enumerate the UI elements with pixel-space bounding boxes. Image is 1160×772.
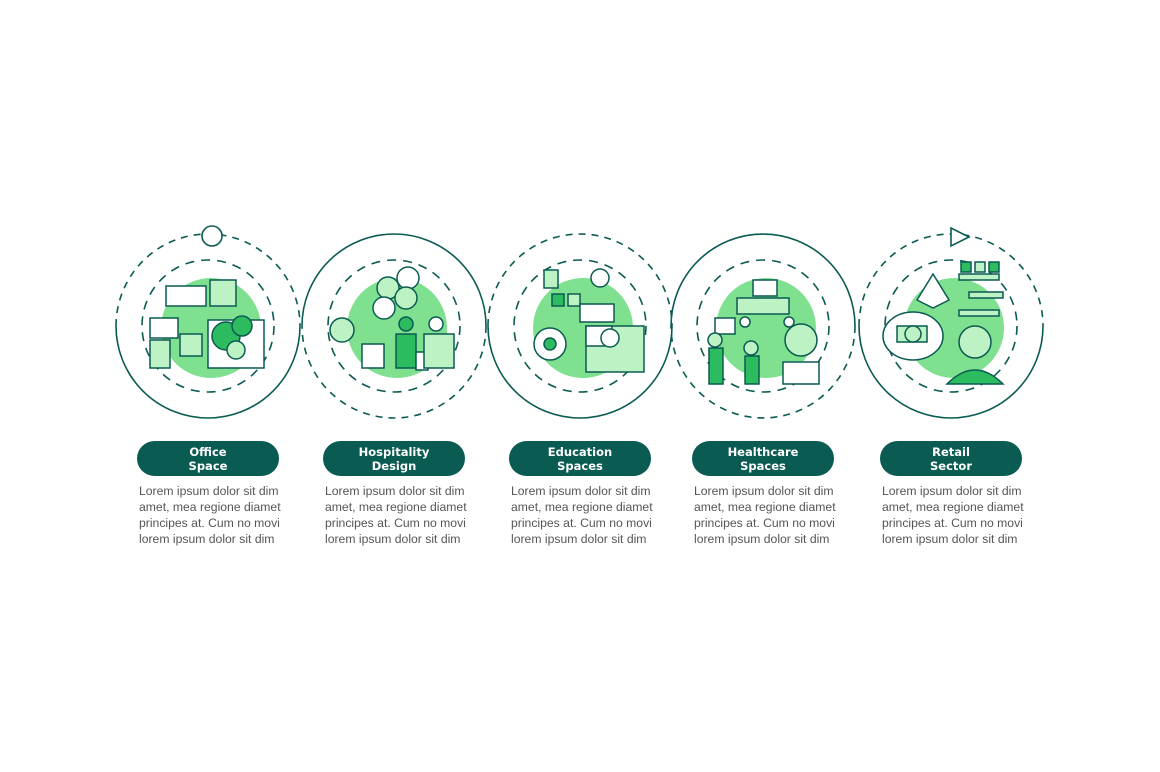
inner-dashed-ring — [327, 259, 461, 393]
step-title-line2: Space — [188, 458, 228, 473]
description-line: Lorem ipsum dolor sit dim — [139, 484, 279, 498]
hotel-reception-icon — [329, 266, 455, 378]
step-description: Lorem ipsum dolor sit dim amet, mea regio… — [882, 483, 1032, 547]
end-arrow-icon — [950, 226, 971, 248]
description-line: Lorem ipsum dolor sit dim — [325, 484, 465, 498]
description-line: amet, mea regione diamet — [139, 500, 281, 514]
step-title-line1: Retail — [932, 444, 970, 459]
description-line: principes at. Cum no movi — [511, 516, 652, 530]
inner-dashed-ring — [696, 259, 830, 393]
description-line: amet, mea regione diamet — [325, 500, 467, 514]
description-line: lorem ipsum dolor sit dim — [511, 532, 647, 546]
ring-solid-arc — [301, 233, 487, 327]
education-garden-icon — [533, 268, 645, 378]
description-line: amet, mea regione diamet — [882, 500, 1024, 514]
inner-dashed-ring — [884, 259, 1018, 393]
ring-dashed-arc — [301, 325, 487, 419]
description-line: principes at. Cum no movi — [325, 516, 466, 530]
hospital-care-icon — [707, 278, 820, 385]
description-line: Lorem ipsum dolor sit dim — [882, 484, 1022, 498]
ring-solid-arc — [858, 325, 1044, 419]
step-title-line2: Spaces — [557, 458, 603, 473]
ring-dashed-arc — [487, 233, 673, 327]
step-title-line2: Spaces — [740, 458, 786, 473]
retail-shopping-icon — [882, 261, 1005, 385]
description-line: lorem ipsum dolor sit dim — [694, 532, 830, 546]
description-line: lorem ipsum dolor sit dim — [139, 532, 275, 546]
description-line: principes at. Cum no movi — [882, 516, 1023, 530]
description-line: amet, mea regione diamet — [511, 500, 653, 514]
step-description: Lorem ipsum dolor sit dim amet, mea regio… — [139, 483, 289, 547]
description-line: Lorem ipsum dolor sit dim — [694, 484, 834, 498]
step-description: Lorem ipsum dolor sit dim amet, mea regio… — [511, 483, 661, 547]
ring-solid-arc — [487, 325, 673, 419]
office-plants-icon — [149, 278, 265, 378]
step-title-line1: Education — [547, 444, 613, 459]
start-node-icon — [201, 225, 223, 247]
inner-dashed-ring — [141, 259, 275, 393]
description-line: principes at. Cum no movi — [139, 516, 280, 530]
step-title-line1: Office — [189, 444, 227, 459]
ring-solid-arc — [670, 233, 856, 327]
description-line: Lorem ipsum dolor sit dim — [511, 484, 651, 498]
step-title-line2: Sector — [930, 458, 972, 473]
inner-dashed-ring — [513, 259, 647, 393]
ring-solid-arc — [115, 325, 301, 419]
step-title-line1: Hospitality — [358, 444, 430, 459]
description-line: amet, mea regione diamet — [694, 500, 836, 514]
ring-dashed-arc — [670, 325, 856, 419]
description-line: lorem ipsum dolor sit dim — [882, 532, 1018, 546]
step-title-line1: Healthcare — [727, 444, 799, 459]
description-line: lorem ipsum dolor sit dim — [325, 532, 461, 546]
step-description: Lorem ipsum dolor sit dim amet, mea regio… — [325, 483, 475, 547]
step-title-line2: Design — [371, 458, 417, 473]
step-description: Lorem ipsum dolor sit dim amet, mea regio… — [694, 483, 844, 547]
description-line: principes at. Cum no movi — [694, 516, 835, 530]
